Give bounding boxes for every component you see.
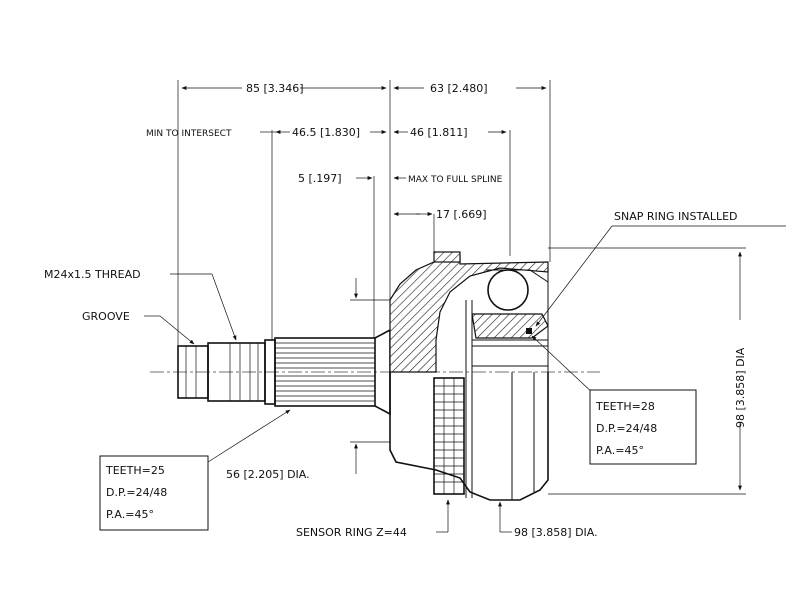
- spec-right-teeth: TEETH=28: [595, 400, 655, 413]
- spline-section: [264, 328, 391, 416]
- callout-texts: SNAP RING INSTALLED M24x1.5 THREAD GROOV…: [44, 210, 738, 539]
- spec-left-teeth: TEETH=25: [105, 464, 165, 477]
- thread-shaft: [177, 342, 266, 402]
- dim-bottom-dia: 98 [3.858] DIA.: [514, 526, 598, 539]
- dimension-texts: 85 [3.346] 63 [2.480] MIN TO INTERSECT 4…: [146, 82, 747, 539]
- dim-height-dia: 98 [3.858] DIA: [734, 347, 747, 428]
- spec-box-left: TEETH=25 D.P.=24/48 P.A.=45°: [99, 455, 209, 531]
- dim-max-full-spline: MAX TO FULL SPLINE: [408, 175, 503, 185]
- dim-hub-offset: 17 [.669]: [436, 208, 487, 221]
- spec-right-dp: D.P.=24/48: [596, 422, 657, 435]
- callout-sensor-ring: SENSOR RING Z=44: [296, 526, 407, 539]
- callout-thread: M24x1.5 THREAD: [44, 268, 141, 281]
- spec-right-pa: P.A.=45°: [596, 444, 644, 457]
- dim-spline-right: 46 [1.811]: [410, 126, 468, 139]
- spec-box-right: TEETH=28 D.P.=24/48 P.A.=45°: [589, 389, 697, 465]
- callout-groove: GROOVE: [82, 310, 130, 323]
- dim-overall-right: 63 [2.480]: [430, 82, 488, 95]
- spec-left-pa: P.A.=45°: [106, 508, 154, 521]
- dim-stem-dia: 56 [2.205] DIA.: [226, 468, 310, 481]
- sensor-ring: [433, 377, 465, 495]
- dim-min-intersect: 46.5 [1.830]: [292, 126, 360, 139]
- ball-cage: [471, 269, 549, 367]
- dim-min-intersect-label: MIN TO INTERSECT: [146, 129, 232, 139]
- dimension-lines: [144, 80, 786, 533]
- spec-left-dp: D.P.=24/48: [106, 486, 167, 499]
- dim-small-offset: 5 [.197]: [298, 172, 342, 185]
- callout-snap-ring: SNAP RING INSTALLED: [614, 210, 738, 223]
- outer-housing: [389, 251, 549, 501]
- dim-overall-left: 85 [3.346]: [246, 82, 304, 95]
